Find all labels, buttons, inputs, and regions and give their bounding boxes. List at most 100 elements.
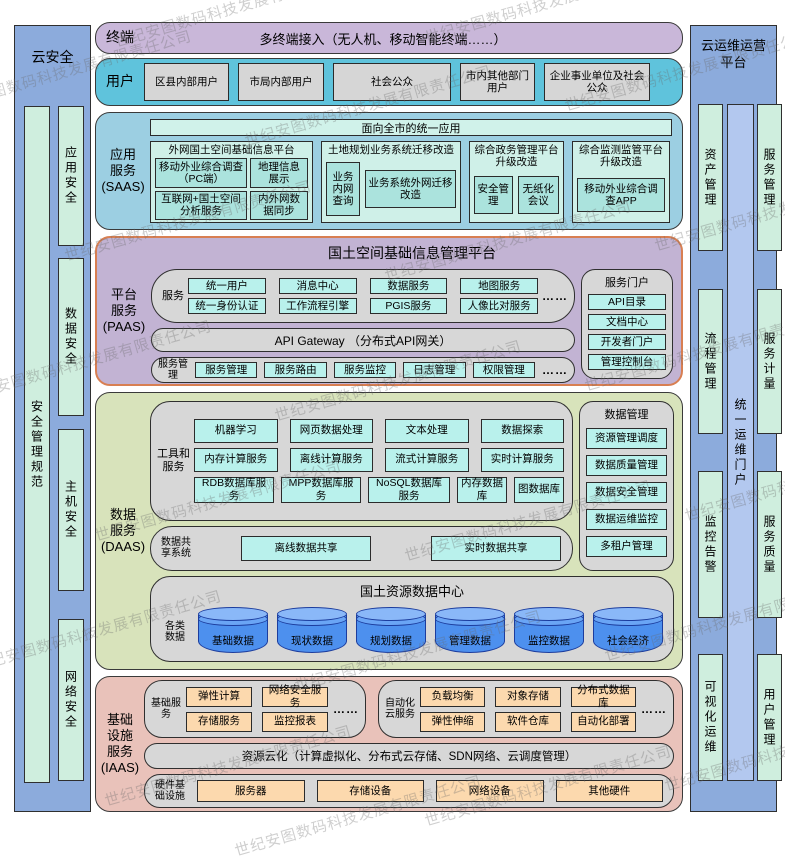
paas-service: 数据服务 (369, 278, 448, 294)
data-mgmt-item: 多租户管理 (586, 535, 667, 557)
data-center-group: 国土资源数据中心 各类数据 基础数据 现状数据 规划数据 (150, 575, 674, 662)
user-group-other-dept: 市内其他部门用户 (460, 63, 535, 101)
asset-mgmt-bar: 资产管理 (698, 104, 723, 251)
paas-mgmt-item: 日志管理 (403, 362, 466, 378)
saas-group-title: 综合监测监管平台升级改造 (579, 144, 663, 169)
user-group-city: 市局内部用户 (238, 63, 324, 101)
user-group-enterprise: 企业事业单位及社会公众 (544, 63, 650, 101)
iaas-item: 自动化部署 (570, 711, 636, 732)
database-cylinder: 监控数据 (514, 606, 584, 653)
user-boxes: 区县内部用户 市局内部用户 社会公众 市内其他部门用户 企业事业单位及社会公众 (144, 63, 650, 101)
share-item: 实时数据共享 (431, 535, 561, 561)
saas-groups: 外网国土空间基础信息平台 移动外业综合调查（PC端） 地理信息展示 互联网+国土… (150, 141, 672, 223)
portal-item: API目录 (588, 294, 666, 310)
cylinder-top (514, 606, 584, 621)
user-label: 用户 (106, 73, 134, 90)
daas-db: RDB数据库服务 (194, 476, 274, 503)
basic-group-label: 基础服 务 (151, 698, 181, 720)
iaas-label: 基础 设施 服务 (IAAS) (100, 711, 140, 776)
monitor-alert-bar: 监控告警 (698, 471, 723, 618)
data-mgmt-item: 资源管理调度 (586, 427, 667, 449)
hardware-item: 存储设备 (316, 780, 424, 802)
tools-group-label: 工具和 服务 (157, 448, 190, 473)
paas-service: PGIS服务 (369, 298, 448, 314)
saas-item: 移动外业综合调查APP (577, 178, 665, 213)
saas-label: 应用 服务 (SAAS) (101, 146, 145, 195)
daas-db: 内存数据库 (457, 476, 507, 503)
share-group-label: 数据共 享系统 (161, 537, 191, 559)
hardware-group-label: 硬件基 础设施 (155, 780, 185, 802)
iaas-auto-group: 自动化 云服务 负载均衡 对象存储 分布式数据库 弹性伸缩 软件仓库 自动化部署… (378, 680, 674, 738)
more-ellipsis: …… (542, 289, 568, 303)
saas-item: 地理信息展示 (250, 158, 308, 188)
database-cylinder: 管理数据 (435, 606, 505, 653)
iaas-content: 基础服 务 弹性计算 网络安全服务 存储服务 监控报表 …… 自动化 云服务 负… (144, 674, 682, 814)
portal-item: 文档中心 (588, 314, 666, 330)
cylinder-top (356, 606, 426, 621)
service-portal-title: 服务门户 (605, 277, 649, 289)
visual-ops-bar: 可视化运维 (698, 654, 723, 781)
cylinder-top (593, 606, 663, 621)
mgmt-group-label: 服务管 理 (158, 359, 188, 381)
host-security-bar: 主机安全 (58, 429, 84, 591)
saas-group-spatial-platform: 外网国土空间基础信息平台 移动外业综合调查（PC端） 地理信息展示 互联网+国土… (150, 141, 313, 223)
paas-service: 工作流程引擎 (278, 298, 357, 314)
saas-header-strip: 面向全市的统一应用 (150, 119, 672, 136)
saas-item: 互联网+国土空间分析服务 (155, 190, 247, 220)
unified-ops-portal-bar: 统一运维门户 (727, 104, 754, 781)
paas-left-column: 服务 统一用户 消息中心 数据服务 地图服务 统一身份认证 工作流程引擎 PGI… (151, 269, 575, 383)
cloud-ops-panel: 云运维运营 平台 资产管理 流程管理 监控告警 可视化运维 统一运维门户 服务管… (690, 25, 782, 812)
saas-band: 应用 服务 (SAAS) 面向全市的统一应用 外网国土空间基础信息平台 移动外业… (95, 112, 683, 230)
iaas-item: 监控报表 (262, 711, 328, 732)
daas-tools-group: 工具和 服务 机器学习 网页数据处理 文本处理 数据探索 内存计算服务 离线计算… (150, 400, 573, 521)
paas-mgmt-item: 权限管理 (472, 362, 536, 378)
network-security-bar: 网络安全 (58, 619, 84, 781)
database-cylinder: 基础数据 (198, 606, 268, 653)
more-ellipsis: …… (333, 702, 359, 716)
saas-item: 移动外业综合调查（PC端） (155, 158, 247, 188)
paas-service: 地图服务 (460, 278, 538, 294)
resource-virtualization-pill: 资源云化（计算虚拟化、分布式云存储、SDN网络、云调度管理） (144, 743, 674, 769)
daas-share-group: 数据共 享系统 离线数据共享 实时数据共享 (150, 525, 573, 571)
cloud-security-panel: 云安全 安全管理规范 应用安全 数据安全 主机安全 网络安全 (14, 25, 91, 812)
iaas-band: 基础 设施 服务 (IAAS) 基础服 务 弹性计算 网络安全服务 存储服务 监… (95, 676, 683, 812)
process-mgmt-bar: 流程管理 (698, 289, 723, 434)
paas-mgmt-group: 服务管 理 服务管理 服务路由 服务监控 日志管理 权限管理 …… (151, 357, 575, 383)
daas-tool: 文本处理 (385, 418, 469, 443)
daas-tool: 离线计算服务 (289, 447, 373, 472)
daas-tool: 机器学习 (194, 418, 278, 443)
saas-item: 业务系统外网迁移改造 (365, 170, 456, 209)
iaas-item: 软件仓库 (495, 711, 561, 732)
paas-service: 消息中心 (278, 278, 357, 294)
daas-tool: 实时计算服务 (480, 447, 564, 472)
service-portal: 服务门户 API目录 文档中心 开发者门户 管理控制台 (581, 269, 673, 379)
saas-item: 安全管理 (474, 176, 513, 215)
iaas-item: 负载均衡 (420, 686, 486, 707)
saas-item: 业务内网查询 (326, 162, 360, 217)
paas-mgmt-item: 服务路由 (264, 362, 327, 378)
service-group-label: 服务 (162, 289, 184, 302)
paas-service: 人像比对服务 (460, 298, 538, 314)
iaas-item: 存储服务 (186, 711, 252, 732)
daas-db: 图数据库 (514, 476, 564, 503)
daas-tool: 流式计算服务 (385, 447, 469, 472)
database-cylinder: 现状数据 (277, 606, 347, 653)
cylinder-top (277, 606, 347, 621)
portal-item: 开发者门户 (588, 334, 666, 350)
database-label: 现状数据 (291, 634, 333, 647)
service-quality-bar: 服务质量 (757, 471, 782, 618)
paas-content: 国土空间基础信息管理平台 服务 统一用户 消息中心 数据服务 地图服务 统一身份… (151, 238, 681, 384)
user-group-public: 社会公众 (333, 63, 451, 101)
paas-service: 统一身份认证 (188, 298, 266, 314)
api-gateway-pill: API Gateway （分布式API网关） (151, 328, 575, 352)
daas-tool: 网页数据处理 (289, 418, 373, 443)
service-mgmt-bar: 服务管理 (757, 104, 782, 251)
paas-mgmt-item: 服务监控 (333, 362, 397, 378)
daas-label: 数据 服务 (DAAS) (100, 506, 146, 555)
paas-service: 统一用户 (188, 278, 266, 294)
database-cylinder: 社会经济 (593, 606, 663, 653)
data-center-title: 国土资源数据中心 (359, 583, 464, 599)
iaas-item: 弹性计算 (186, 686, 252, 707)
daas-tool: 数据探索 (480, 418, 564, 443)
